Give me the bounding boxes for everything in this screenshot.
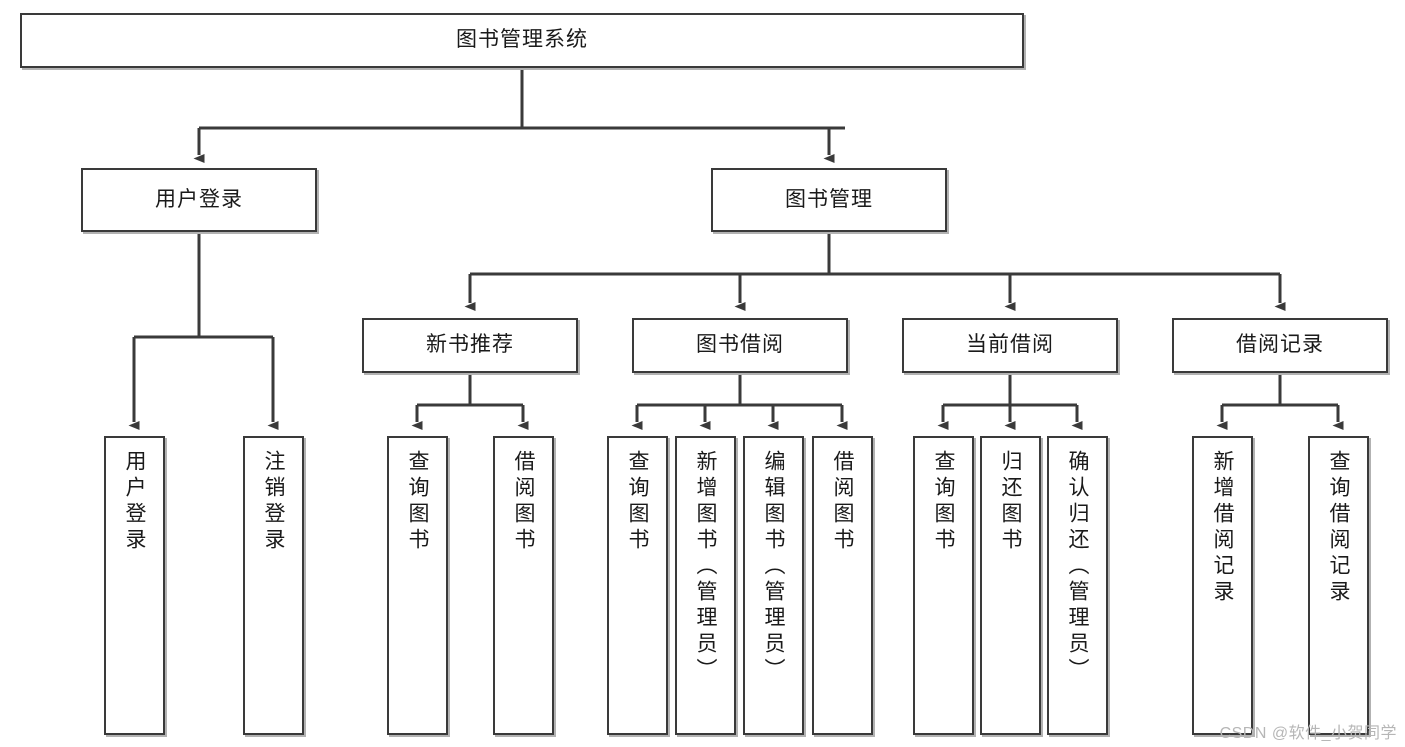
- node-label: 注销登录: [262, 450, 285, 554]
- node-label: 用户登录: [123, 450, 146, 554]
- node-book-management[interactable]: 图书管理: [711, 168, 947, 232]
- node-leaf-query-book-new-rec[interactable]: 查询图书: [387, 436, 448, 735]
- watermark-text: CSDN @软件_小贺同学: [1219, 725, 1397, 742]
- node-new-book-recommendation[interactable]: 新书推荐: [362, 318, 578, 373]
- node-label: 归还图书: [999, 450, 1022, 554]
- node-leaf-add-book-admin[interactable]: 新增图书（管理员）: [675, 436, 736, 735]
- node-label: 图书管理: [785, 187, 873, 211]
- node-current-borrowing[interactable]: 当前借阅: [902, 318, 1118, 373]
- node-root-book-management-system[interactable]: 图书管理系统: [20, 13, 1024, 68]
- node-label: 查询图书: [406, 450, 429, 554]
- node-user-login[interactable]: 用户登录: [81, 168, 317, 232]
- node-label: 新增借阅记录: [1211, 450, 1234, 606]
- node-borrowing-record[interactable]: 借阅记录: [1172, 318, 1388, 373]
- node-leaf-return-book[interactable]: 归还图书: [980, 436, 1041, 735]
- node-leaf-edit-book-admin[interactable]: 编辑图书（管理员）: [743, 436, 804, 735]
- node-label: 确认归还（管理员）: [1066, 450, 1089, 684]
- node-label: 新书推荐: [426, 333, 514, 357]
- node-leaf-borrow-book-new-rec[interactable]: 借阅图书: [493, 436, 554, 735]
- node-label: 借阅图书: [831, 450, 854, 554]
- node-label: 借阅记录: [1236, 333, 1324, 357]
- node-leaf-logout[interactable]: 注销登录: [243, 436, 304, 735]
- node-label: 图书管理系统: [456, 28, 588, 52]
- node-label: 编辑图书（管理员）: [762, 450, 785, 684]
- node-label: 当前借阅: [966, 333, 1054, 357]
- node-label: 新增图书（管理员）: [694, 450, 717, 684]
- node-label: 查询图书: [626, 450, 649, 554]
- node-label: 图书借阅: [696, 333, 784, 357]
- node-label: 用户登录: [155, 187, 243, 211]
- node-book-borrowing[interactable]: 图书借阅: [632, 318, 848, 373]
- node-leaf-query-borrow-record[interactable]: 查询借阅记录: [1308, 436, 1369, 735]
- node-leaf-borrow-book[interactable]: 借阅图书: [812, 436, 873, 735]
- node-label: 借阅图书: [512, 450, 535, 554]
- node-leaf-confirm-return-admin[interactable]: 确认归还（管理员）: [1047, 436, 1108, 735]
- node-leaf-user-login[interactable]: 用户登录: [104, 436, 165, 735]
- node-label: 查询图书: [932, 450, 955, 554]
- node-label: 查询借阅记录: [1327, 450, 1350, 606]
- node-leaf-query-book-borrow[interactable]: 查询图书: [607, 436, 668, 735]
- node-leaf-query-book-current[interactable]: 查询图书: [913, 436, 974, 735]
- node-leaf-add-borrow-record[interactable]: 新增借阅记录: [1192, 436, 1253, 735]
